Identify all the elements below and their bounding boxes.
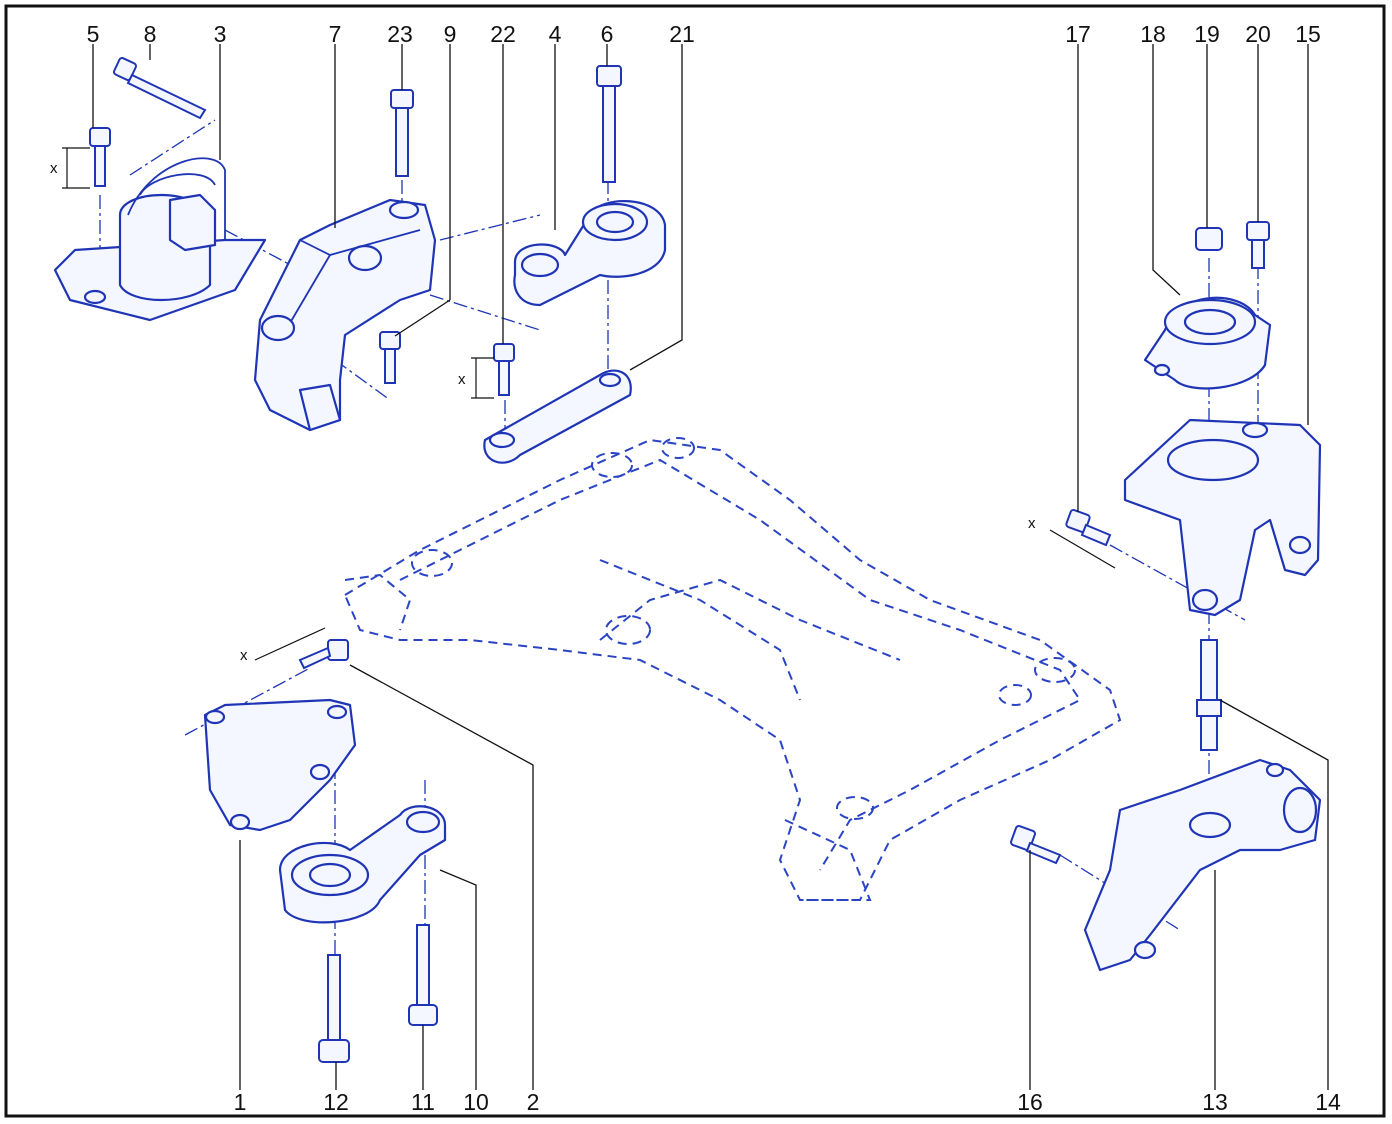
torque-rod-4 bbox=[513, 199, 667, 307]
bolt-17 bbox=[1065, 508, 1112, 547]
dimension-marker-17: x bbox=[1028, 515, 1116, 569]
dimension-label: x bbox=[1028, 515, 1036, 532]
callout-4: 4 bbox=[549, 21, 562, 47]
diagram-frame bbox=[4, 4, 1386, 1118]
callout-8: 8 bbox=[144, 21, 157, 47]
bolt-6 bbox=[596, 65, 622, 183]
subframe-dashed bbox=[343, 437, 1122, 901]
bolt-5 bbox=[89, 127, 111, 187]
bolt-22 bbox=[493, 343, 515, 396]
callout-22: 22 bbox=[490, 21, 516, 47]
mount-13 bbox=[1083, 758, 1322, 972]
dimension-marker-22: x bbox=[458, 357, 494, 399]
callout-20: 20 bbox=[1245, 21, 1271, 47]
nut-19 bbox=[1195, 227, 1223, 251]
callout-14: 14 bbox=[1315, 1089, 1341, 1115]
bolt-8 bbox=[113, 57, 207, 120]
callout-5: 5 bbox=[87, 21, 100, 47]
torque-rod-10 bbox=[278, 805, 447, 924]
dimension-label: x bbox=[240, 647, 248, 664]
bracket-1 bbox=[203, 698, 357, 832]
bracket-7 bbox=[253, 198, 437, 432]
callout-13: 13 bbox=[1202, 1089, 1228, 1115]
leader-lines bbox=[92, 44, 1329, 1090]
bolt-16 bbox=[1010, 825, 1062, 865]
callout-18: 18 bbox=[1140, 21, 1166, 47]
callout-15: 15 bbox=[1295, 21, 1321, 47]
bolt-2 bbox=[298, 639, 349, 670]
callout-7: 7 bbox=[329, 21, 342, 47]
dimension-marker-5: x bbox=[50, 147, 90, 189]
callout-3: 3 bbox=[214, 21, 227, 47]
bolt-12 bbox=[318, 954, 350, 1063]
stud-14 bbox=[1196, 639, 1222, 751]
callout-19: 19 bbox=[1194, 21, 1220, 47]
link-21 bbox=[483, 369, 632, 464]
bolt-9 bbox=[379, 331, 401, 384]
bracket-15 bbox=[1123, 418, 1322, 617]
bolt-23 bbox=[390, 89, 414, 177]
callout-16: 16 bbox=[1017, 1089, 1043, 1115]
callout-6: 6 bbox=[601, 21, 614, 47]
dimension-label: x bbox=[50, 160, 58, 177]
engine-mount-upper-left bbox=[53, 157, 267, 322]
callout-23: 23 bbox=[387, 21, 413, 47]
callout-9: 9 bbox=[444, 21, 457, 47]
callout-12: 12 bbox=[323, 1089, 349, 1115]
dimension-label: x bbox=[458, 371, 466, 388]
mount-18 bbox=[1143, 296, 1272, 390]
callout-2: 2 bbox=[527, 1089, 540, 1115]
callout-10: 10 bbox=[463, 1089, 489, 1115]
dimension-marker-2: x bbox=[240, 627, 326, 664]
callout-labels: 5 8 3 7 23 9 22 4 6 21 17 18 19 20 15 1 … bbox=[87, 21, 1341, 1115]
callout-21: 21 bbox=[669, 21, 695, 47]
callout-1: 1 bbox=[234, 1089, 247, 1115]
callout-17: 17 bbox=[1065, 21, 1091, 47]
bolt-20 bbox=[1246, 221, 1270, 269]
bolt-11 bbox=[408, 924, 438, 1026]
callout-11: 11 bbox=[411, 1089, 435, 1115]
